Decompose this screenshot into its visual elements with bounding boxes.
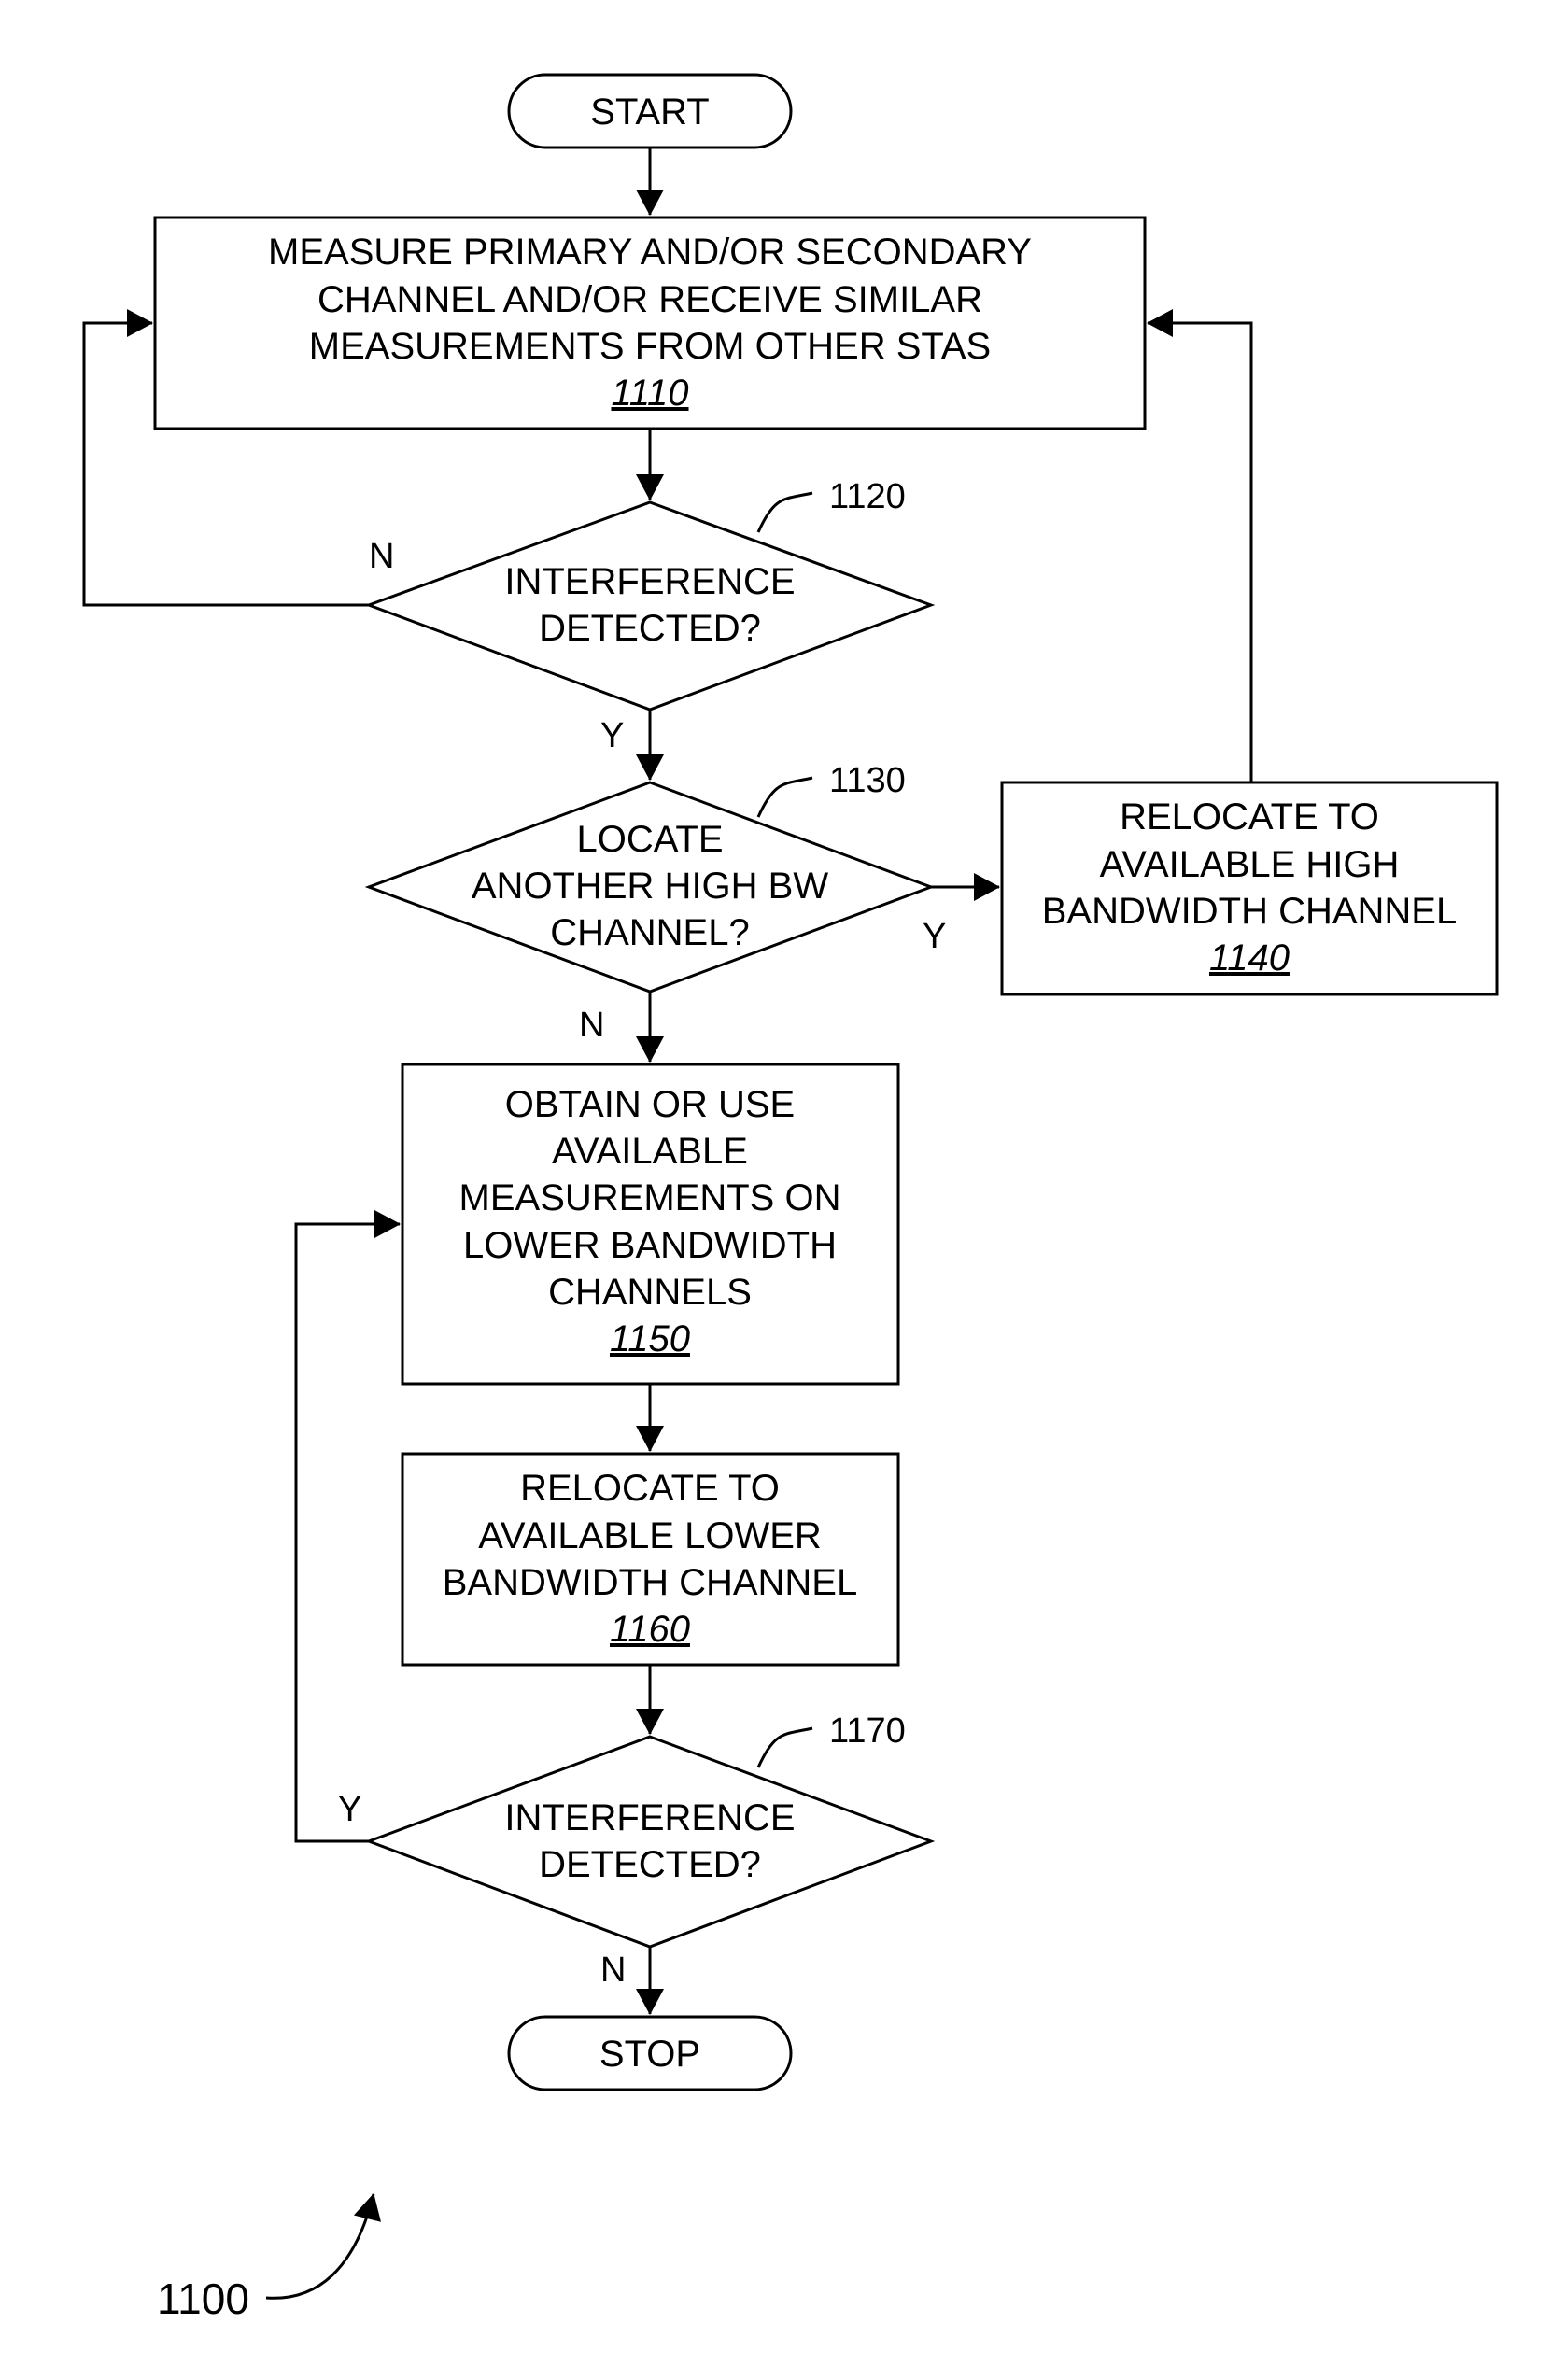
step-1150-ref: 1150 — [610, 1318, 690, 1359]
step-1110-line-2: CHANNEL AND/OR RECEIVE SIMILAR — [317, 279, 982, 320]
step-1160-ref: 1160 — [610, 1609, 690, 1650]
start-label: START — [590, 92, 709, 133]
connector-1140-to-1110 — [1148, 323, 1251, 782]
callout-leader-1120 — [758, 493, 812, 532]
decision-1170-diamond — [369, 1737, 931, 1947]
decision-1170-no-label: N — [600, 1950, 626, 1990]
decision-1130-line-1: LOCATE — [576, 819, 723, 860]
decision-1130-line-2: ANOTHER HIGH BW — [472, 866, 828, 907]
step-1110-line-1: MEASURE PRIMARY AND/OR SECONDARY — [268, 232, 1032, 273]
step-1160-line-1: RELOCATE TO — [520, 1468, 780, 1509]
decision-1120-line-2: DETECTED? — [539, 608, 761, 649]
decision-1130-yes-label: Y — [923, 917, 946, 956]
step-1140-line-2: AVAILABLE HIGH — [1100, 844, 1400, 885]
callout-leader-1130 — [758, 778, 812, 817]
step-1110-line-3: MEASUREMENTS FROM OTHER STAS — [309, 326, 991, 367]
decision-1120-yes-label: Y — [600, 716, 624, 755]
connector-1170-yes-loop — [296, 1224, 400, 1841]
stop-label: STOP — [599, 2034, 700, 2075]
step-1150-line-4: LOWER BANDWIDTH — [463, 1225, 837, 1266]
step-1150-line-3: MEASUREMENTS ON — [459, 1177, 841, 1218]
decision-1170-line-1: INTERFERENCE — [504, 1797, 795, 1838]
step-1150-line-2: AVAILABLE — [552, 1131, 748, 1172]
step-1140-line-1: RELOCATE TO — [1120, 796, 1379, 838]
step-1140-ref: 1140 — [1209, 937, 1290, 979]
step-1160-line-3: BANDWIDTH CHANNEL — [443, 1562, 857, 1603]
callout-leader-1170 — [758, 1728, 812, 1767]
decision-1170-line-2: DETECTED? — [539, 1844, 761, 1885]
decision-1130-line-3: CHANNEL? — [550, 912, 749, 953]
callout-1170-label: 1170 — [829, 1711, 906, 1751]
figure-label-arrow — [266, 2194, 374, 2298]
callout-1120-label: 1120 — [829, 477, 906, 516]
decision-1120-no-label: N — [369, 537, 394, 576]
step-1140-line-3: BANDWIDTH CHANNEL — [1042, 891, 1457, 932]
decision-1120-diamond — [369, 502, 931, 710]
decision-1170-yes-label: Y — [338, 1790, 361, 1829]
step-1160-line-2: AVAILABLE LOWER — [478, 1515, 822, 1556]
decision-1120-line-1: INTERFERENCE — [504, 561, 795, 602]
step-1150-line-5: CHANNELS — [548, 1272, 752, 1313]
decision-1130-no-label: N — [579, 1006, 604, 1045]
callout-1130-label: 1130 — [829, 761, 906, 800]
figure-label: 1100 — [157, 2274, 249, 2323]
step-1150-line-1: OBTAIN OR USE — [505, 1084, 795, 1125]
step-1110-ref: 1110 — [611, 373, 688, 414]
